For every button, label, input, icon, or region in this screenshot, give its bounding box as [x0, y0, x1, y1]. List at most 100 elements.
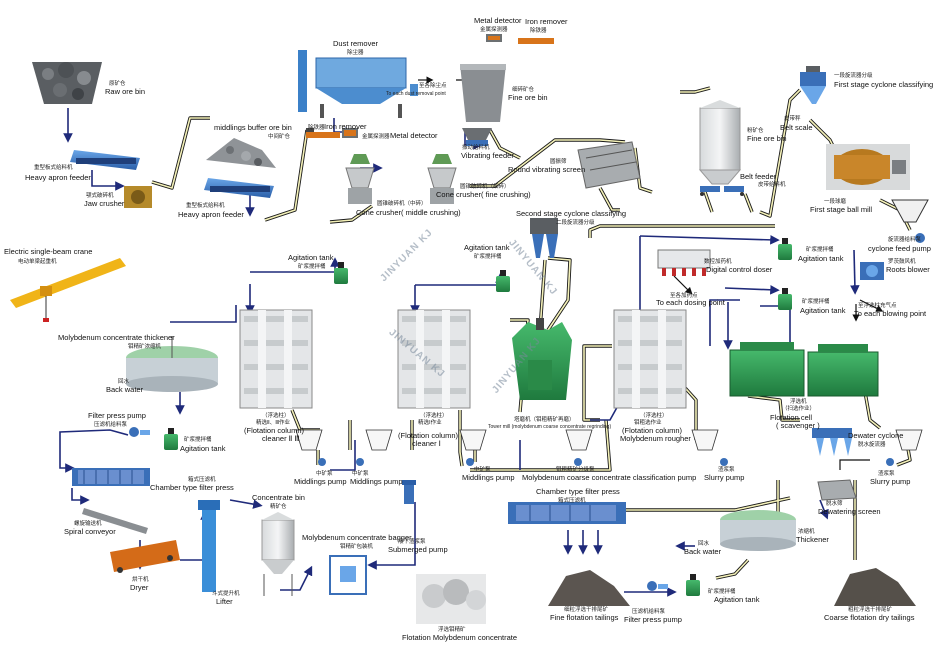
flot-col-rougher-label-cn2: 钼粗选作业 [634, 420, 662, 426]
cone-crusher-fine-image [427, 154, 457, 204]
iron-remover-1-image [306, 128, 340, 138]
cone-crusher-middle-image [345, 154, 375, 204]
dust-point-label: To each dust removal point [386, 91, 446, 97]
heavy-apron-feeder-1-label: Heavy apron feeder [25, 173, 91, 182]
mo-thickener-label-cn: 钼精矿浓缩机 [128, 344, 162, 350]
filter-press-pump-1-label-cn: 压滤机给料泵 [94, 422, 128, 428]
agitation-tank-1-image [334, 262, 348, 284]
flotation-cell-image [729, 342, 879, 397]
cyclone-feed-pump-image [891, 199, 929, 243]
filter-press-pump-2-label: Filter press pump [624, 615, 682, 624]
vibrating-feeder-image [462, 128, 492, 146]
roots-blower-label: Roots blower [886, 265, 930, 274]
mo-thickener-label: Molybdenum concentrate thickener [58, 333, 175, 342]
belt-feeder-label: Belt feeder [740, 172, 777, 181]
flotation-cell-label-2: ( scavenger ) [776, 421, 820, 430]
digital-doser-label-cn: 数控加药机 [704, 259, 732, 265]
fine-ore-bin-2-label-cn: 粉矿仓 [747, 128, 764, 134]
heavy-apron-feeder-2-label-cn: 重型板式给料机 [186, 203, 225, 209]
fine-tailings-label: Fine flotation tailings [550, 613, 619, 622]
dewater-cyclone-label-cn: 脱水旋流器 [858, 442, 886, 448]
middlings-pump-2-label-cn: 中矿泵 [352, 471, 369, 477]
cyclone-feed-pump-label-cn: 旋流器给料泵 [888, 237, 922, 243]
belt-scale-label: Belt scale [780, 123, 813, 132]
back-water-1-label: Back water [106, 385, 144, 394]
flot-col-cleaner1-label-cn2: 精选Ⅰ作业 [418, 420, 442, 426]
flot-col-rougher-label-cn: （浮选柱） [640, 413, 668, 419]
slurry-pump-1-label: Slurry pump [704, 473, 745, 482]
iron-remover-2-label: Iron remover [525, 17, 568, 26]
middlings-buffer-bin-label: middlings buffer ore bin [214, 123, 292, 132]
dewater-cyclone-image [812, 428, 852, 456]
filter-press-pump-1-label: Filter press pump [88, 411, 146, 420]
pump-icons [318, 458, 894, 466]
chamber-filter-1-label-cn: 箱式压滤机 [188, 477, 216, 483]
back-water-1-label-cn: 回水 [118, 379, 130, 385]
electric-crane-label-cn: 电动单梁起重机 [18, 259, 57, 265]
dosing-point-label: To each dosing point [656, 298, 725, 307]
dust-remover-image [298, 50, 418, 118]
middlings-pump-3-label: Middlings pump [462, 473, 515, 482]
digital-doser-image [657, 249, 711, 276]
agitation-tank-6-label: Agitation tank [714, 595, 760, 604]
slurry-pump-1-label-cn: 渣浆泵 [718, 467, 735, 473]
hopper-tanks [295, 429, 923, 451]
fine-ore-bin-2-image [698, 100, 742, 185]
metal-detector-1-label-cn: 金属探测器 [362, 134, 390, 140]
electric-crane-image [10, 258, 126, 322]
slurry-pump-2-label: Slurry pump [870, 477, 911, 486]
fine-tailings-image [548, 570, 630, 606]
agitation-tank-3-image [778, 238, 792, 260]
first-cyclone-label: First stage cyclone classifying [834, 80, 934, 89]
agitation-tank-2-image [496, 270, 510, 292]
dust-remover-label: Dust remover [333, 39, 379, 48]
back-water-2-label-cn: 回水 [698, 541, 710, 547]
agitation-tank-3-label: Agitation tank [798, 254, 844, 263]
lifter-label: Lifter [216, 597, 233, 606]
mo-classification-pump-label: Molybdenum coarse concentrate classifica… [522, 473, 697, 482]
thickener-label: Thickener [796, 535, 829, 544]
metal-detector-2-image [486, 34, 502, 42]
dryer-label-cn: 烘干机 [132, 577, 149, 583]
metal-detector-2-label: Metal detector [474, 16, 522, 25]
metal-detector-1-label: Metal detector [390, 131, 438, 140]
spiral-conveyor-label: Spiral conveyor [64, 527, 116, 536]
dewatering-screen-label: Dewatering screen [818, 507, 881, 516]
raw-ore-bin-label: Raw ore bin [105, 87, 146, 96]
flotation-concentrate-image [416, 574, 486, 624]
slurry-pump-2-label-cn: 渣浆泵 [878, 471, 895, 477]
chamber-filter-2-label: Chamber type filter press [536, 487, 620, 496]
chamber-filter-2-label-cn: 箱式压滤机 [558, 498, 586, 504]
dryer-label: Dryer [130, 583, 149, 592]
iron-remover-2-image [518, 38, 554, 44]
flotation-column-cleaner1-image [397, 309, 471, 409]
dewater-cyclone-label: Dewater cyclone [848, 431, 904, 440]
first-ball-mill-label: First stage ball mill [810, 205, 873, 214]
metal-detector-2-label-cn: 金属探测器 [480, 27, 508, 33]
agitation-tank-6-label-cn: 矿浆搅拌桶 [708, 589, 736, 595]
agitation-tank-4-label-cn: 矿浆搅拌桶 [802, 299, 830, 305]
flot-col-cleaner23-label: (Flotation column) [244, 426, 305, 435]
iron-remover-1-label: Iron remover [324, 122, 367, 131]
submerged-pump-label: Submerged pump [388, 545, 448, 554]
agitation-tank-4-image [778, 288, 792, 310]
cone-middle-label: Cone crusher( middle crushing) [356, 208, 461, 217]
dust-remover-label-cn: 除尘器 [347, 50, 364, 56]
second-cyclone-label: Second stage cyclone classifying [516, 209, 627, 218]
concentrate-bin-label-cn: 精矿仓 [270, 504, 287, 510]
belt-feeder-label-cn: 皮带给料机 [758, 182, 786, 188]
blowing-point-label: To each blowing point [854, 309, 927, 318]
vibrating-feeder-label-cn: 振动给料机 [462, 145, 490, 151]
mo-thickener-image [126, 336, 218, 392]
spiral-conveyor-image [82, 508, 148, 534]
chamber-filter-1-label: Chamber type filter press [150, 483, 234, 492]
belt-feeder-image [700, 186, 744, 196]
flotation-concentrate-label-cn: 浮选钼精矿 [438, 627, 466, 633]
roots-blower-label-cn: 罗茨鼓风机 [888, 259, 916, 265]
metal-detector-1-image [342, 128, 358, 138]
jaw-crusher-image [124, 186, 152, 208]
fine-ore-bin-2-label: Fine ore bin [747, 134, 787, 143]
flot-col-cleaner1-label-cn: （浮选柱） [420, 413, 448, 419]
agitation-tank-3-label-cn: 矿浆搅拌桶 [806, 247, 834, 253]
flotation-column-rougher-image [613, 309, 687, 409]
